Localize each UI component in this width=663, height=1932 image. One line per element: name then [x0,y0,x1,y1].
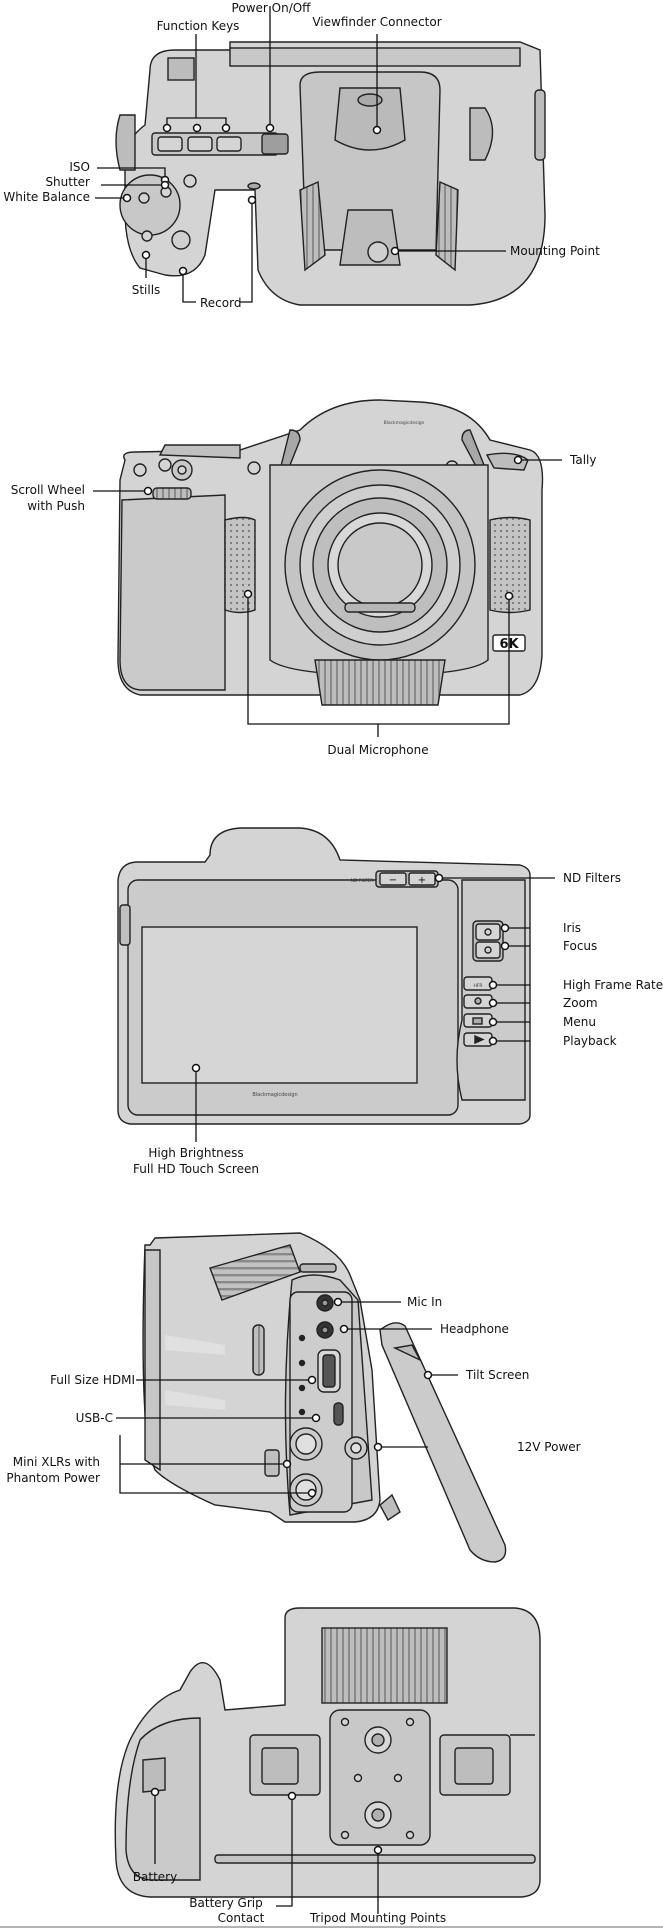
label-stills: Stills [131,283,161,297]
label-xlr-2: Phantom Power [6,1471,100,1485]
label-12v-power: 12V Power [517,1440,581,1454]
plus-key-symbol: + [418,875,426,886]
label-viewfinder-connector: Viewfinder Connector [312,15,442,29]
label-screen-2: Full HD Touch Screen [133,1162,259,1176]
hfr-key-label: HFR [473,983,482,989]
rear-view [117,827,531,1125]
label-playback: Playback [563,1034,617,1048]
label-record: Record [200,296,242,310]
label-iris: Iris [563,921,582,935]
label-function-keys: Function Keys [156,19,240,33]
label-zoom: Zoom [563,996,598,1010]
front-view [117,399,544,706]
bottom-view-leaders [154,1792,379,1914]
label-mic-in: Mic In [407,1295,443,1309]
label-white-balance: White Balance [3,190,90,204]
label-tally: Tally [570,453,597,467]
side-view [142,1232,507,1563]
label-xlr-1: Mini XLRs with [12,1455,100,1469]
side-view-dots [282,1297,433,1498]
front-view-leaders [93,459,562,737]
label-power-on-off: Power On/Off [231,1,311,15]
label-tripod-mounting-points: Tripod Mounting Points [309,1911,447,1925]
label-nd-filters: ND Filters [563,871,622,885]
label-iso: ISO [69,160,90,174]
top-view [115,41,546,306]
label-dual-microphone: Dual Microphone [327,743,429,757]
label-scroll-wheel-2: with Push [27,499,85,513]
label-menu: Menu [563,1015,596,1029]
bottom-view-dots [150,1787,383,1855]
label-shutter: Shutter [45,175,90,189]
label-focus: Focus [563,939,598,953]
label-mounting-point: Mounting Point [510,244,600,258]
minus-key-symbol: − [389,875,397,886]
top-view-dots [122,123,400,276]
side-view-leaders [116,1301,458,1494]
rear-view-dots [191,873,510,1073]
front-view-dots [143,455,523,601]
label-headphone: Headphone [440,1322,509,1336]
rear-view-leaders [195,877,555,1142]
label-tilt-screen: Tilt Screen [466,1368,530,1382]
label-battery-grip-2: Contact [217,1911,265,1925]
label-full-size-hdmi: Full Size HDMI [50,1373,135,1387]
label-screen-1: High Brightness [148,1146,244,1160]
bottom-view [114,1607,541,1898]
label-high-frame-rate: High Frame Rate [563,978,663,992]
label-battery-grip-1: Battery Grip [189,1896,263,1910]
top-view-leaders [95,6,506,303]
nd-filter-label: ND FILTER [351,878,374,884]
rear-brand-label: Blackmagicdesign [252,1092,297,1098]
label-usb-c: USB-C [75,1411,113,1425]
label-battery: Battery [132,1870,178,1884]
label-scroll-wheel-1: Scroll Wheel [10,483,85,497]
front-brand-label: Blackmagicdesign [384,420,425,426]
